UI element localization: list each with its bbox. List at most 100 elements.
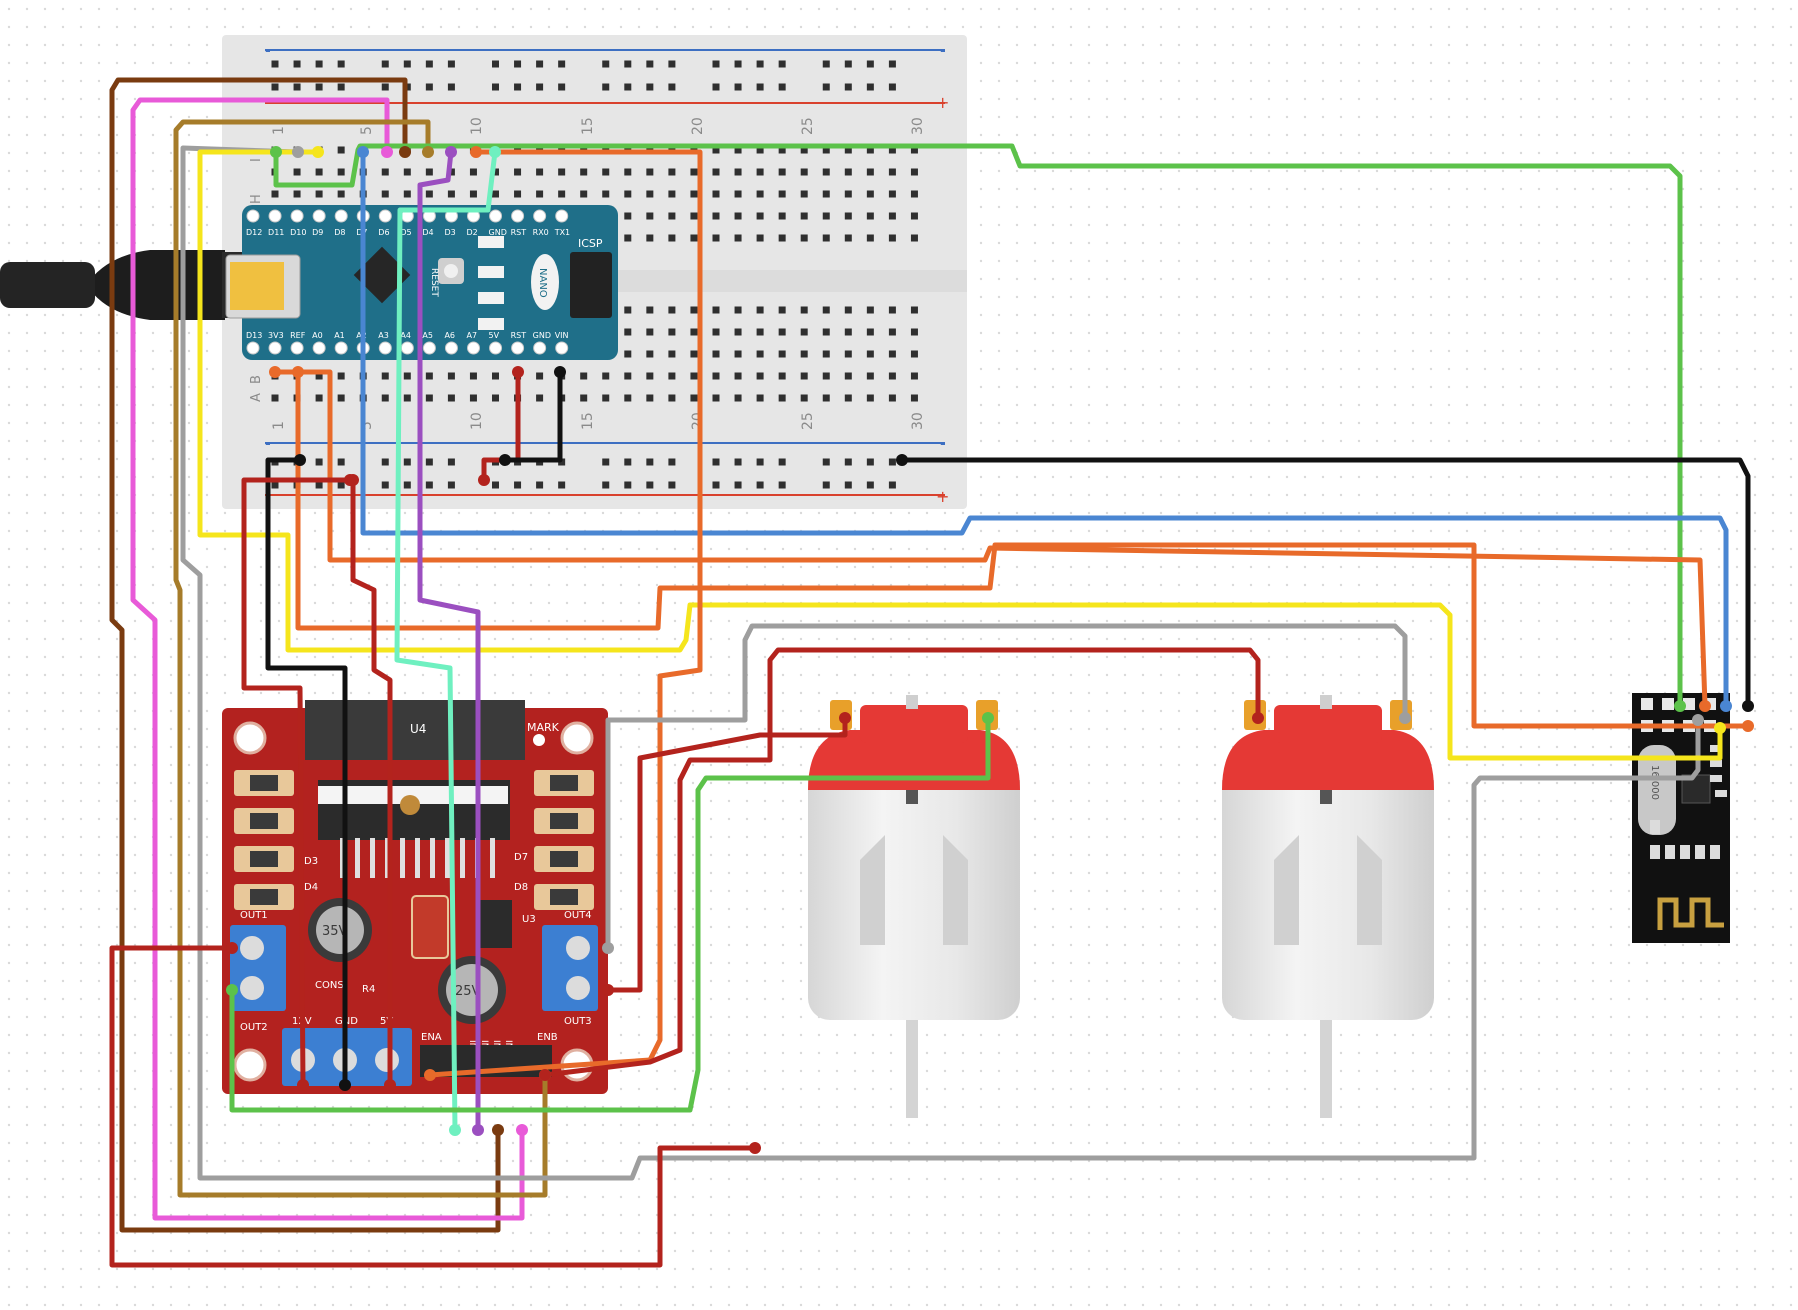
- terminal-hole: [800, 168, 808, 176]
- driver-regulator-label: U3: [522, 914, 536, 925]
- wire-endpoint[interactable]: [749, 1142, 761, 1154]
- rail-hole: [315, 60, 323, 68]
- nano-pin: [533, 341, 547, 355]
- row-letter: B: [249, 375, 264, 384]
- terminal-hole: [866, 146, 874, 154]
- nano-icsp-label: ICSP: [578, 237, 603, 250]
- wire-endpoint[interactable]: [294, 454, 306, 466]
- nano-led-tx: [478, 236, 504, 248]
- terminal-hole: [668, 372, 676, 380]
- terminal-hole: [469, 168, 477, 176]
- terminal-hole: [536, 394, 544, 402]
- terminal-screw-out2[interactable]: [240, 976, 264, 1000]
- wire-endpoint[interactable]: [896, 454, 908, 466]
- terminal-screw-out3[interactable]: [566, 976, 590, 1000]
- rail-hole: [844, 83, 852, 91]
- wire-endpoint[interactable]: [422, 146, 434, 158]
- wire: [109, 77, 501, 1233]
- terminal-hole: [469, 372, 477, 380]
- rail-hole: [668, 458, 676, 466]
- terminal-hole: [668, 234, 676, 242]
- terminal-screw-out4[interactable]: [566, 936, 590, 960]
- wire-endpoint[interactable]: [602, 942, 614, 954]
- wire-endpoint[interactable]: [839, 712, 851, 724]
- driver-led-labels: D3 D4 D7 D8: [304, 852, 528, 893]
- wire-endpoint[interactable]: [449, 1124, 461, 1136]
- terminal-hole: [844, 168, 852, 176]
- wire-endpoint[interactable]: [1742, 700, 1754, 712]
- nano-pin-label: A1: [334, 331, 345, 340]
- wire-endpoint[interactable]: [499, 454, 511, 466]
- wire-endpoint[interactable]: [1720, 700, 1732, 712]
- terminal-hole: [888, 350, 896, 358]
- wire-endpoint[interactable]: [539, 1069, 551, 1081]
- driver-ic-label: U4: [410, 722, 426, 736]
- wire-endpoint[interactable]: [602, 984, 614, 996]
- wire-endpoint[interactable]: [489, 146, 501, 158]
- wire-endpoint[interactable]: [492, 1124, 504, 1136]
- wire-endpoint[interactable]: [226, 984, 238, 996]
- terminal-hole: [580, 190, 588, 198]
- rail-hole: [822, 83, 830, 91]
- wire: [502, 369, 563, 463]
- wire-endpoint[interactable]: [292, 366, 304, 378]
- out-label: OUT3: [564, 1016, 592, 1027]
- wire-endpoint[interactable]: [445, 146, 457, 158]
- wire-endpoint[interactable]: [381, 146, 393, 158]
- nano-logo-oval: [531, 254, 559, 310]
- wire-endpoint[interactable]: [516, 1124, 528, 1136]
- wire-endpoint[interactable]: [357, 146, 369, 158]
- wire-endpoint[interactable]: [478, 474, 490, 486]
- wire-endpoint[interactable]: [1692, 714, 1704, 726]
- rail-hole: [558, 458, 566, 466]
- wire-endpoint[interactable]: [269, 366, 281, 378]
- terminal-hole: [668, 212, 676, 220]
- wire-endpoint[interactable]: [1674, 700, 1686, 712]
- motor-driver-module: U4 MARK D3: [222, 700, 608, 1094]
- terminal-screw-5v[interactable]: [375, 1048, 399, 1072]
- terminal-hole: [624, 168, 632, 176]
- wire-endpoint[interactable]: [1399, 712, 1411, 724]
- terminal-hole: [734, 190, 742, 198]
- power-label: 5V: [380, 1016, 393, 1027]
- wire-endpoint[interactable]: [312, 146, 324, 158]
- terminal-hole: [337, 394, 345, 402]
- nano-pin-label: RST: [511, 228, 527, 237]
- rail-hole: [558, 481, 566, 489]
- terminal-hole: [514, 190, 522, 198]
- wire-endpoint[interactable]: [1699, 700, 1711, 712]
- rail-hole: [734, 481, 742, 489]
- wire-endpoint[interactable]: [512, 366, 524, 378]
- wire-endpoint[interactable]: [226, 942, 238, 954]
- wire-endpoint[interactable]: [384, 1079, 396, 1091]
- wire: [899, 457, 1751, 709]
- nano-reset-cap[interactable]: [444, 264, 458, 278]
- terminal-hole: [822, 146, 830, 154]
- wire-endpoint[interactable]: [270, 146, 282, 158]
- terminal-hole: [646, 212, 654, 220]
- rail-hole: [315, 83, 323, 91]
- wire-endpoint[interactable]: [399, 146, 411, 158]
- wire-endpoint[interactable]: [1742, 720, 1754, 732]
- wire-endpoint[interactable]: [1714, 722, 1726, 734]
- driver-diodes-right: [534, 770, 594, 910]
- wire-endpoint[interactable]: [554, 366, 566, 378]
- wire-endpoint[interactable]: [292, 146, 304, 158]
- terminal-hole: [778, 190, 786, 198]
- terminal-hole: [822, 394, 830, 402]
- wire-endpoint[interactable]: [297, 1079, 309, 1091]
- nano-pin-label: A6: [444, 331, 455, 340]
- wire-endpoint[interactable]: [424, 1069, 436, 1081]
- wire-endpoint[interactable]: [339, 1079, 351, 1091]
- wire: [130, 97, 525, 1221]
- terminal-hole: [293, 168, 301, 176]
- terminal-screw-out1[interactable]: [240, 936, 264, 960]
- terminal-hole: [756, 146, 764, 154]
- wire-endpoint[interactable]: [1252, 712, 1264, 724]
- wire-endpoint[interactable]: [470, 146, 482, 158]
- wire-endpoint[interactable]: [472, 1124, 484, 1136]
- rail-hole: [712, 60, 720, 68]
- wire-endpoint[interactable]: [347, 474, 359, 486]
- wire-endpoint[interactable]: [982, 712, 994, 724]
- terminal-hole: [602, 190, 610, 198]
